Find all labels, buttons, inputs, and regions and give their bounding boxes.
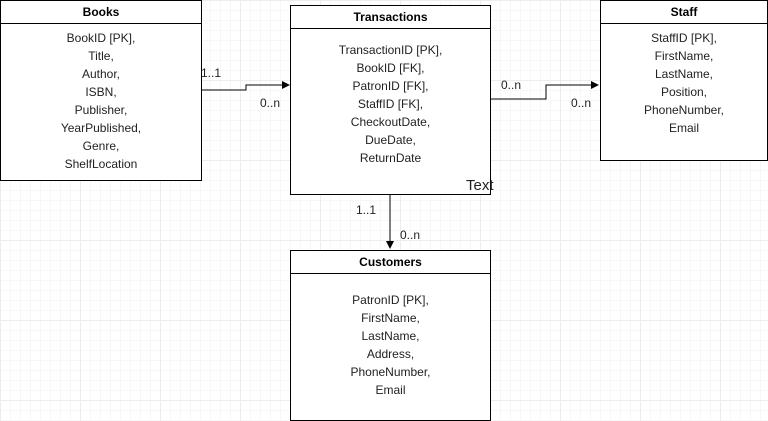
edge-books-transactions[interactable] (201, 81, 290, 91)
attribute: StaffID [PK], (651, 31, 717, 45)
cardinality-transactions-side-from-books: 0..n (260, 96, 281, 110)
attribute: PhoneNumber, (643, 103, 725, 117)
attribute: FirstName, (654, 49, 714, 63)
attribute: Publisher, (74, 103, 128, 117)
attribute: Email (668, 121, 699, 135)
attribute: FirstName, (361, 311, 420, 325)
entity-books-title: Books (1, 1, 201, 24)
entity-books[interactable]: Books BookID [PK], Title, Author, ISBN, … (0, 0, 202, 181)
entity-transactions[interactable]: Transactions TransactionID [PK], BookID … (290, 5, 491, 195)
stray-text-label[interactable]: Text (466, 177, 494, 194)
entity-transactions-title: Transactions (291, 6, 490, 29)
cardinality-transactions-side-to-staff: 0..n (501, 78, 522, 92)
cardinality-transactions-side-to-customers: 1..1 (356, 203, 377, 217)
attribute: ShelfLocation (64, 157, 138, 171)
attribute: LastName, (361, 329, 420, 343)
attribute: CheckoutDate, (350, 115, 431, 129)
cardinality-staff-side: 0..n (571, 96, 592, 110)
attribute: Author, (81, 67, 121, 81)
entity-staff-attributes: StaffID [PK], FirstName, LastName, Posit… (601, 24, 767, 137)
attribute: PatronID [PK], (352, 293, 429, 307)
attribute: StaffID [FK], (357, 97, 424, 111)
attribute: Position, (660, 85, 708, 99)
edge-transactions-staff[interactable] (491, 81, 599, 100)
attribute: BookID [PK], (66, 31, 136, 45)
cardinality-customers-side: 0..n (400, 228, 421, 242)
attribute: LastName, (654, 67, 714, 81)
attribute: BookID [FK], (356, 61, 425, 75)
entity-staff-title: Staff (601, 1, 767, 24)
attribute: ISBN, (85, 85, 117, 99)
attribute: Title, (88, 49, 114, 63)
entity-customers-title: Customers (291, 251, 490, 274)
entity-staff[interactable]: Staff StaffID [PK], FirstName, LastName,… (600, 0, 768, 161)
entity-customers-attributes: PatronID [PK], FirstName, LastName, Addr… (291, 274, 490, 399)
entity-transactions-attributes: TransactionID [PK], BookID [FK], PatronI… (291, 29, 490, 167)
entity-books-attributes: BookID [PK], Title, Author, ISBN, Publis… (1, 24, 201, 173)
attribute: YearPublished, (60, 121, 142, 135)
cardinality-books-side: 1..1 (201, 66, 222, 80)
attribute: DueDate, (365, 133, 416, 147)
attribute: TransactionID [PK], (338, 43, 443, 57)
attribute: Address, (366, 347, 415, 361)
attribute: PatronID [FK], (352, 79, 429, 93)
attribute: PhoneNumber, (350, 365, 431, 379)
attribute: Email (375, 383, 406, 397)
entity-customers[interactable]: Customers PatronID [PK], FirstName, Last… (290, 250, 491, 421)
attribute: ReturnDate (359, 151, 422, 165)
attribute: Genre, (82, 139, 120, 153)
